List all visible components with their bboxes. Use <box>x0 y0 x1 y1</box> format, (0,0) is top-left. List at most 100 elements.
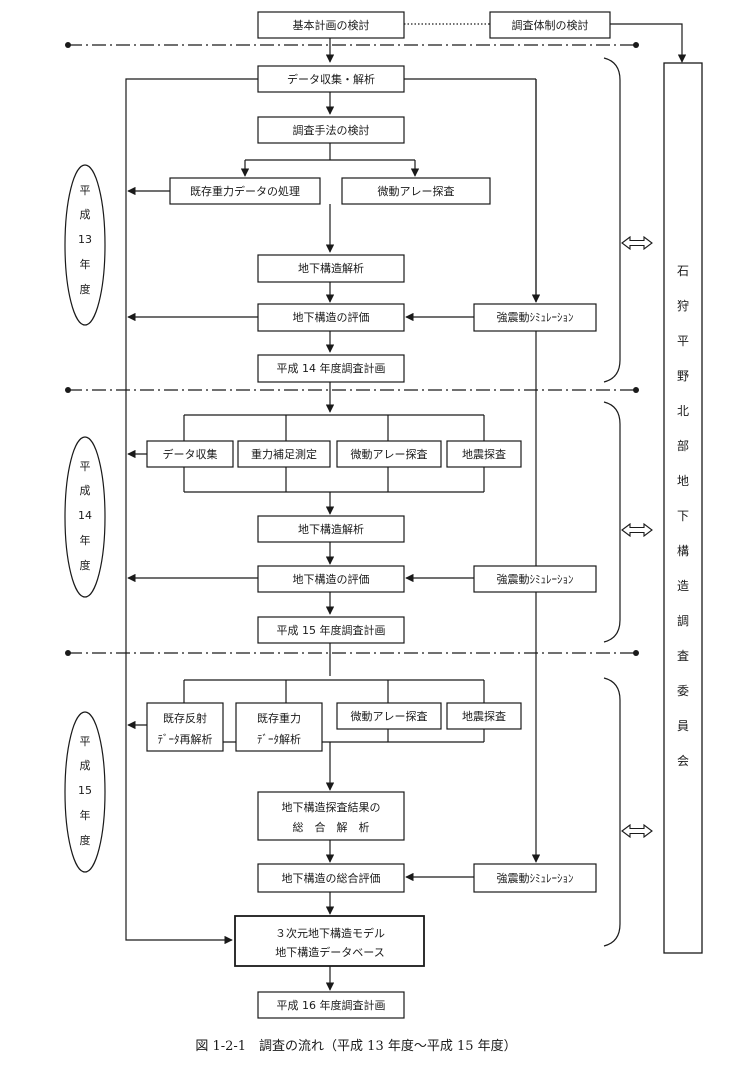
data-collection-box <box>257 65 405 93</box>
next-plan-box <box>257 991 405 1019</box>
analysis-label: 地下構造解析 <box>298 522 364 536</box>
era-h14: 平 成 14 年 度 <box>64 436 106 598</box>
gravity-label-line2: ﾃﾞｰﾀ解析 <box>257 732 301 746</box>
method-review-label: 調査手法の検討 <box>293 123 370 137</box>
committee-box <box>663 62 703 954</box>
reflection-label-line1: 既存反射 <box>163 711 207 725</box>
simulation-box <box>473 303 597 332</box>
double-arrow-icon <box>621 235 653 251</box>
brace-h15 <box>603 677 621 947</box>
evaluation-label: 地下構造の総合評価 <box>282 871 381 885</box>
evaluation-box <box>257 863 405 893</box>
committee-label: 石 狩 平 野 北 部 地 下 構 造 調 査 委 員 会 <box>677 264 689 768</box>
data-collection-label: データ収集・解析 <box>287 72 375 86</box>
synthesis-box <box>257 791 405 841</box>
seismic-box <box>446 440 522 468</box>
existing-gravity-box <box>169 177 321 205</box>
brace-h13 <box>603 57 621 383</box>
committee-char: 調 <box>677 614 689 628</box>
era-ellipse <box>64 711 106 873</box>
microtremor-label: 微動アレー探査 <box>378 184 455 198</box>
model-label-line2: 地下構造データベース <box>275 945 384 959</box>
committee-char: 地 <box>677 474 689 488</box>
plan-review-label: 基本計画の検討 <box>293 18 370 32</box>
model-label-line1: ３次元地下構造モデル <box>275 926 385 940</box>
simulation-label: 強震動ｼﾐｭﾚｰｼｮﾝ <box>497 310 574 324</box>
evaluation-box <box>257 565 405 593</box>
era-char: 年 <box>80 808 91 822</box>
microtremor-box <box>341 177 491 205</box>
committee-char: 平 <box>677 334 689 348</box>
data-collection-label: データ収集 <box>163 447 218 461</box>
simulation-box <box>473 565 597 593</box>
committee-char: 造 <box>677 579 689 593</box>
synthesis-label-line1: 地下構造探査結果の <box>282 800 381 814</box>
era-char: 15 <box>78 784 92 797</box>
committee-char: 北 <box>677 404 689 418</box>
connector-lines <box>125 23 687 991</box>
analysis-box <box>257 254 405 283</box>
right-braces <box>603 57 621 947</box>
double-arrow-icon <box>621 522 653 538</box>
seismic-box <box>446 702 522 730</box>
next-plan-box <box>257 354 405 383</box>
year-separators <box>68 44 636 654</box>
simulation-label: 強震動ｼﾐｭﾚｰｼｮﾝ <box>497 871 574 885</box>
committee-char: 石 <box>677 264 689 278</box>
simulation-box <box>473 863 597 893</box>
era-char: 14 <box>78 509 92 522</box>
next-plan-label: 平成 16 年度調査計画 <box>277 998 386 1012</box>
era-char: 13 <box>78 233 92 246</box>
committee-char: 下 <box>677 509 689 523</box>
microtremor-label: 微動アレー探査 <box>351 447 428 461</box>
next-plan-label: 平成 14 年度調査計画 <box>277 361 386 375</box>
gravity-measure-label: 重力補足測定 <box>251 447 317 461</box>
committee-char: 員 <box>677 719 689 733</box>
plan-review-box <box>257 11 405 39</box>
era-char: 平 <box>80 460 91 473</box>
synthesis-label-line2: 総 合 解 析 <box>293 820 370 834</box>
double-arrow-icon <box>621 823 653 839</box>
existing-gravity-label: 既存重力データの処理 <box>190 184 300 198</box>
org-review-box <box>489 11 611 39</box>
committee-char: 査 <box>677 649 689 663</box>
era-char: 成 <box>80 759 91 772</box>
committee-char: 構 <box>677 544 689 558</box>
model-database-box <box>234 915 425 967</box>
figure-caption: 図 1-2-1 調査の流れ（平成 13 年度～平成 15 年度） <box>195 1038 516 1054</box>
microtremor-label: 微動アレー探査 <box>351 709 428 723</box>
reflection-reanalysis-box <box>146 702 224 752</box>
committee-char: 委 <box>677 684 689 698</box>
era-char: 成 <box>80 208 91 221</box>
era-char: 平 <box>80 735 91 748</box>
committee-char: 部 <box>677 438 689 453</box>
double-arrows <box>621 235 653 839</box>
gravity-analysis-box <box>235 702 323 752</box>
era-char: 度 <box>80 558 91 572</box>
gravity-measure-box <box>237 440 331 468</box>
evaluation-label: 地下構造の評価 <box>293 572 370 586</box>
era-char: 平 <box>80 184 91 197</box>
era-ellipse <box>64 436 106 598</box>
evaluation-box <box>257 303 405 332</box>
committee-char: 野 <box>677 369 689 383</box>
era-char: 年 <box>80 533 91 547</box>
microtremor-box <box>336 440 442 468</box>
analysis-box <box>257 515 405 543</box>
era-char: 度 <box>80 282 91 296</box>
brace-h14 <box>603 401 621 643</box>
committee-char: 狩 <box>677 298 689 313</box>
gravity-label-line1: 既存重力 <box>257 711 301 725</box>
reflection-label-line2: ﾃﾞｰﾀ再解析 <box>158 732 213 746</box>
era-ellipse <box>64 164 106 326</box>
analysis-label: 地下構造解析 <box>298 261 364 275</box>
seismic-label: 地震探査 <box>462 447 506 461</box>
next-plan-box <box>257 616 405 644</box>
seismic-label: 地震探査 <box>462 709 506 723</box>
simulation-label: 強震動ｼﾐｭﾚｰｼｮﾝ <box>497 572 574 586</box>
next-plan-label: 平成 15 年度調査計画 <box>277 623 386 637</box>
era-char: 度 <box>80 833 91 847</box>
data-collection-box <box>146 440 234 468</box>
era-h15: 平 成 15 年 度 <box>64 711 106 873</box>
